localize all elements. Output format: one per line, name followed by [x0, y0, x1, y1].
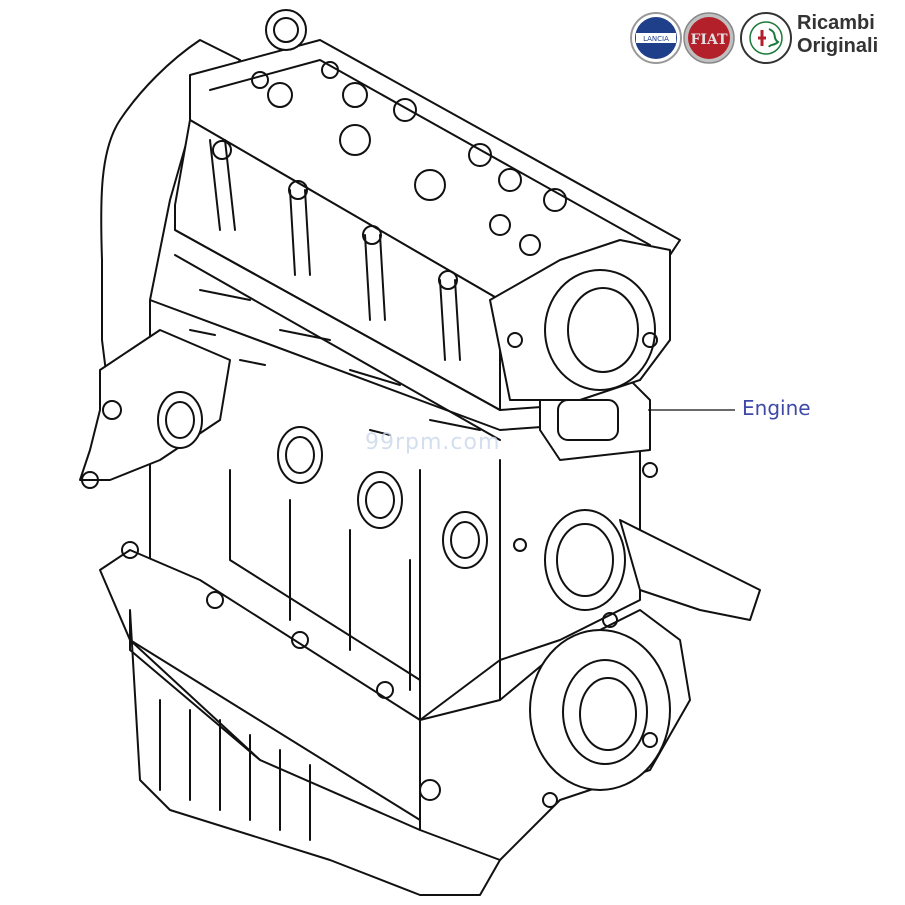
- lancia-logo-text: LANCIA: [643, 35, 669, 43]
- watermark: 99rpm.com: [365, 430, 501, 455]
- brand-line1: Ricambi: [797, 12, 875, 34]
- lancia-logo: LANCIA: [630, 12, 682, 64]
- engine-illustration: [79, 9, 761, 896]
- brand-wordmark: Ricambi Originali: [797, 12, 878, 58]
- engine-callout-label: Engine: [742, 396, 811, 420]
- fiat-logo-text: FIAT: [690, 32, 728, 48]
- alfa-romeo-logo: [740, 12, 792, 64]
- brand-line2: Originali: [797, 35, 879, 57]
- fiat-logo: FIAT: [683, 12, 735, 64]
